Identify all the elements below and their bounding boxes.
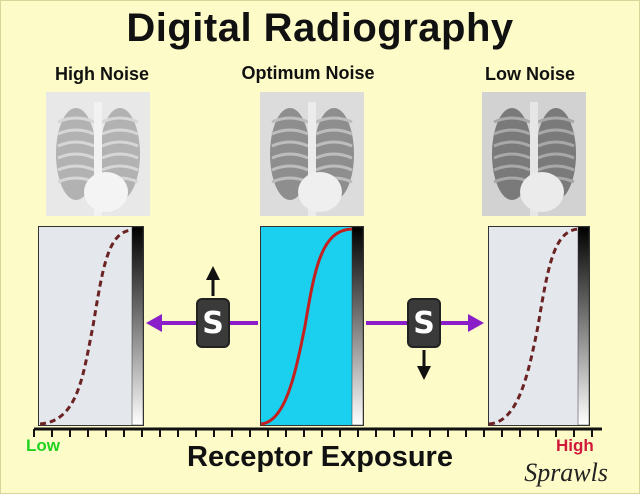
slide-title: Digital Radiography [126,6,514,50]
author-signature: Sprawls [524,458,608,487]
axis-label-high: High [556,436,594,455]
sensitivity-adjust-box-right: S [407,298,441,348]
right-arrowhead [468,314,484,332]
label-low-noise: Low Noise [484,64,575,84]
axis-label-low: Low [26,436,60,455]
curve-panel-high-noise [38,226,144,426]
curve-panel-optimum [260,226,364,426]
axis-title: Receptor Exposure [187,441,453,473]
characteristic-curve-dashed [488,227,579,426]
label-high-noise: High Noise [54,64,149,84]
characteristic-curve-solid [260,227,353,426]
xray-image-low-noise [482,92,586,216]
axis-ticks [33,429,593,437]
curve-panel-low-noise [488,226,590,426]
xray-image-optimum-noise [260,92,364,216]
down-arrowhead [417,366,431,380]
label-optimum-noise: Optimum Noise [241,63,375,83]
sensitivity-adjust-box-left: S [196,298,230,348]
up-arrowhead [206,266,220,280]
xray-image-high-noise [46,92,150,216]
left-arrowhead [146,314,162,332]
